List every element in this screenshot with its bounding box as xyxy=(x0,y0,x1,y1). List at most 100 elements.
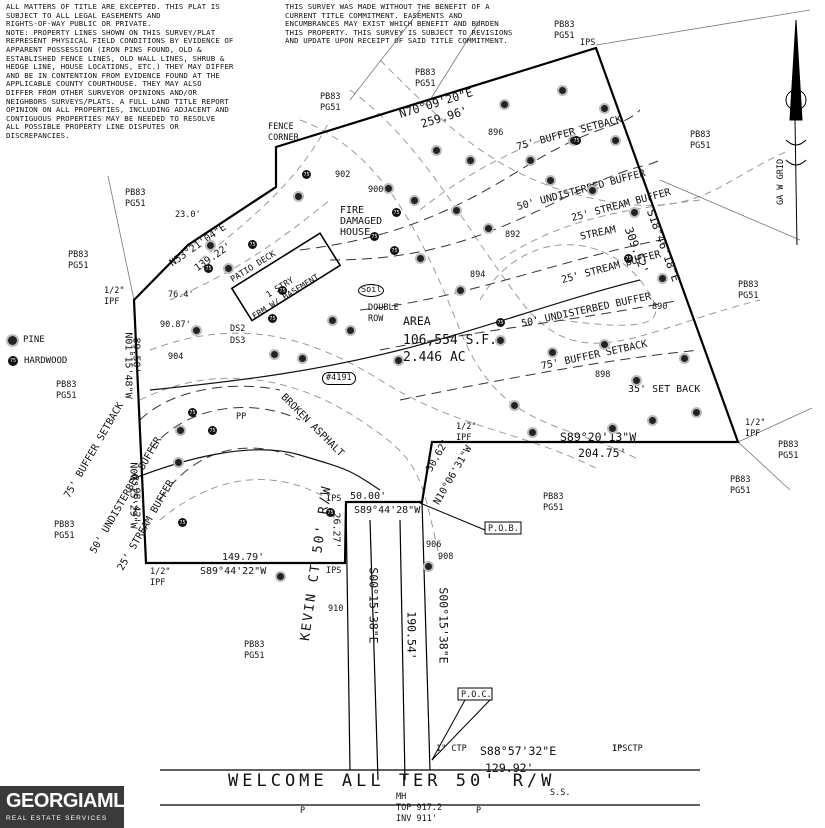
distance-90: 90.87' xyxy=(160,320,191,330)
hardwood-icon: 75 xyxy=(278,286,287,295)
contour-890: 890 xyxy=(652,302,668,312)
pp-label: PP xyxy=(236,412,247,422)
bearing-s00a: S00°15'38"E xyxy=(366,567,381,644)
pine-icon xyxy=(417,255,424,262)
pg-12: PG51 xyxy=(54,531,75,541)
hardwood-icon: 75 xyxy=(370,232,379,241)
manhole-label: MH xyxy=(396,792,407,802)
pb-12: PB83 xyxy=(54,520,75,530)
pine-icon xyxy=(271,351,278,358)
pine-icon xyxy=(547,177,554,184)
property-boundary xyxy=(132,46,740,565)
commitment-note: THIS SURVEY WAS MADE WITHOUT THE BENEFIT… xyxy=(285,2,513,46)
pb-7: PB83 xyxy=(738,280,759,290)
ipf-west: 1/2" IPF xyxy=(104,286,125,307)
poc-label: P.O.C. xyxy=(461,690,492,700)
pine-icon xyxy=(501,101,508,108)
hardwood-icon: 75 xyxy=(390,246,399,255)
contour-910: 910 xyxy=(328,604,344,614)
hardwood-icon: 75 xyxy=(572,136,581,145)
pine-icon xyxy=(347,327,354,334)
pine-icon xyxy=(193,327,200,334)
soil-label: Soil xyxy=(358,284,385,297)
hardwood-icon: 75 xyxy=(204,264,213,273)
bearing-s89b: S89°44'28"W xyxy=(354,505,421,516)
pb-2: PB83 xyxy=(415,68,436,78)
pb-13: PB83 xyxy=(244,640,265,650)
legend-hardwood-label: HARDWOOD xyxy=(24,356,68,366)
pb-3: PB83 xyxy=(320,92,341,102)
pine-icon xyxy=(549,349,556,356)
ctp-1: 1" CTP xyxy=(436,744,467,754)
pg-4: PG51 xyxy=(690,141,711,151)
pg-1: PG51 xyxy=(554,31,575,41)
pine-icon xyxy=(277,573,284,580)
pine-icon xyxy=(8,335,17,345)
pine-icon xyxy=(467,157,474,164)
hardwood-icon: 75 xyxy=(392,208,401,217)
ips-se: IPS xyxy=(612,744,628,754)
pine-icon xyxy=(453,207,460,214)
distance-149: 149.79' xyxy=(222,552,265,563)
pine-icon xyxy=(609,425,616,432)
pg-5: PG51 xyxy=(125,199,146,209)
pg-11: PG51 xyxy=(543,503,564,513)
ips-sw: IPS xyxy=(326,566,342,576)
manhole-top: TOP 917.2 xyxy=(396,803,443,813)
pb-6: PB83 xyxy=(68,250,89,260)
pine-icon xyxy=(527,157,534,164)
pine-icon xyxy=(385,185,392,192)
pine-icon xyxy=(693,409,700,416)
pg-7: PG51 xyxy=(738,291,759,301)
pb-10: PB83 xyxy=(730,475,751,485)
pine-icon xyxy=(177,427,184,434)
buffer-lines xyxy=(139,109,701,501)
pine-icon xyxy=(612,137,619,144)
hardwood-icon: 75 xyxy=(248,240,257,249)
contour-896: 896 xyxy=(488,128,504,138)
pine-icon xyxy=(633,377,640,384)
contour-892: 892 xyxy=(505,230,521,240)
house-note-3: HOUSE xyxy=(340,227,371,238)
pine-icon xyxy=(175,459,182,466)
distance-129: 129.92' xyxy=(485,761,534,775)
contour-906: 906 xyxy=(426,540,442,550)
contour-904: 904 xyxy=(168,352,184,362)
distance-76: 76.4' xyxy=(168,290,194,300)
pb-1: PB83 xyxy=(554,20,575,30)
ipf-south: 1/2" IPF xyxy=(456,422,477,443)
bearing-s88: S88°57'32"E xyxy=(480,744,557,758)
street-welcome-all: WELCOME ALL TER 50' R/W xyxy=(228,771,556,791)
hardwood-icon: 75 xyxy=(496,318,505,327)
pine-icon xyxy=(559,87,566,94)
pine-icon xyxy=(295,193,302,200)
pine-icon xyxy=(433,147,440,154)
manhole-inv: INV 911' xyxy=(396,814,437,824)
address-label: #4191 xyxy=(322,372,356,385)
pb-8: PB83 xyxy=(56,380,77,390)
area-sf: 106,554 S.F. xyxy=(403,333,497,348)
house-note-2: DAMAGED xyxy=(340,216,383,227)
distance-190: 190.54' xyxy=(404,611,419,660)
logo-text: GEORGIAMLS xyxy=(6,790,138,812)
pb-11: PB83 xyxy=(543,492,564,502)
pb-5: PB83 xyxy=(125,188,146,198)
logo-subtext: REAL ESTATE SERVICES xyxy=(6,815,108,822)
stream-line xyxy=(129,279,641,491)
ss-label: S.S. xyxy=(550,788,571,798)
bearing-south: S89°20'13"W xyxy=(560,430,637,444)
pb-9: PB83 xyxy=(778,440,799,450)
pg-13: PG51 xyxy=(244,651,265,661)
pine-icon xyxy=(207,242,214,249)
contour-lines xyxy=(139,59,791,561)
contour-898: 898 xyxy=(595,370,611,380)
pg-3: PG51 xyxy=(320,103,341,113)
pine-icon xyxy=(225,265,232,272)
ipf-east: 1/2" IPF xyxy=(745,418,766,439)
distance-south: 204.75' xyxy=(578,446,627,460)
house-outline xyxy=(230,232,342,322)
hardwood-icon: 75 xyxy=(208,426,217,435)
adjoining-lines xyxy=(107,9,813,491)
